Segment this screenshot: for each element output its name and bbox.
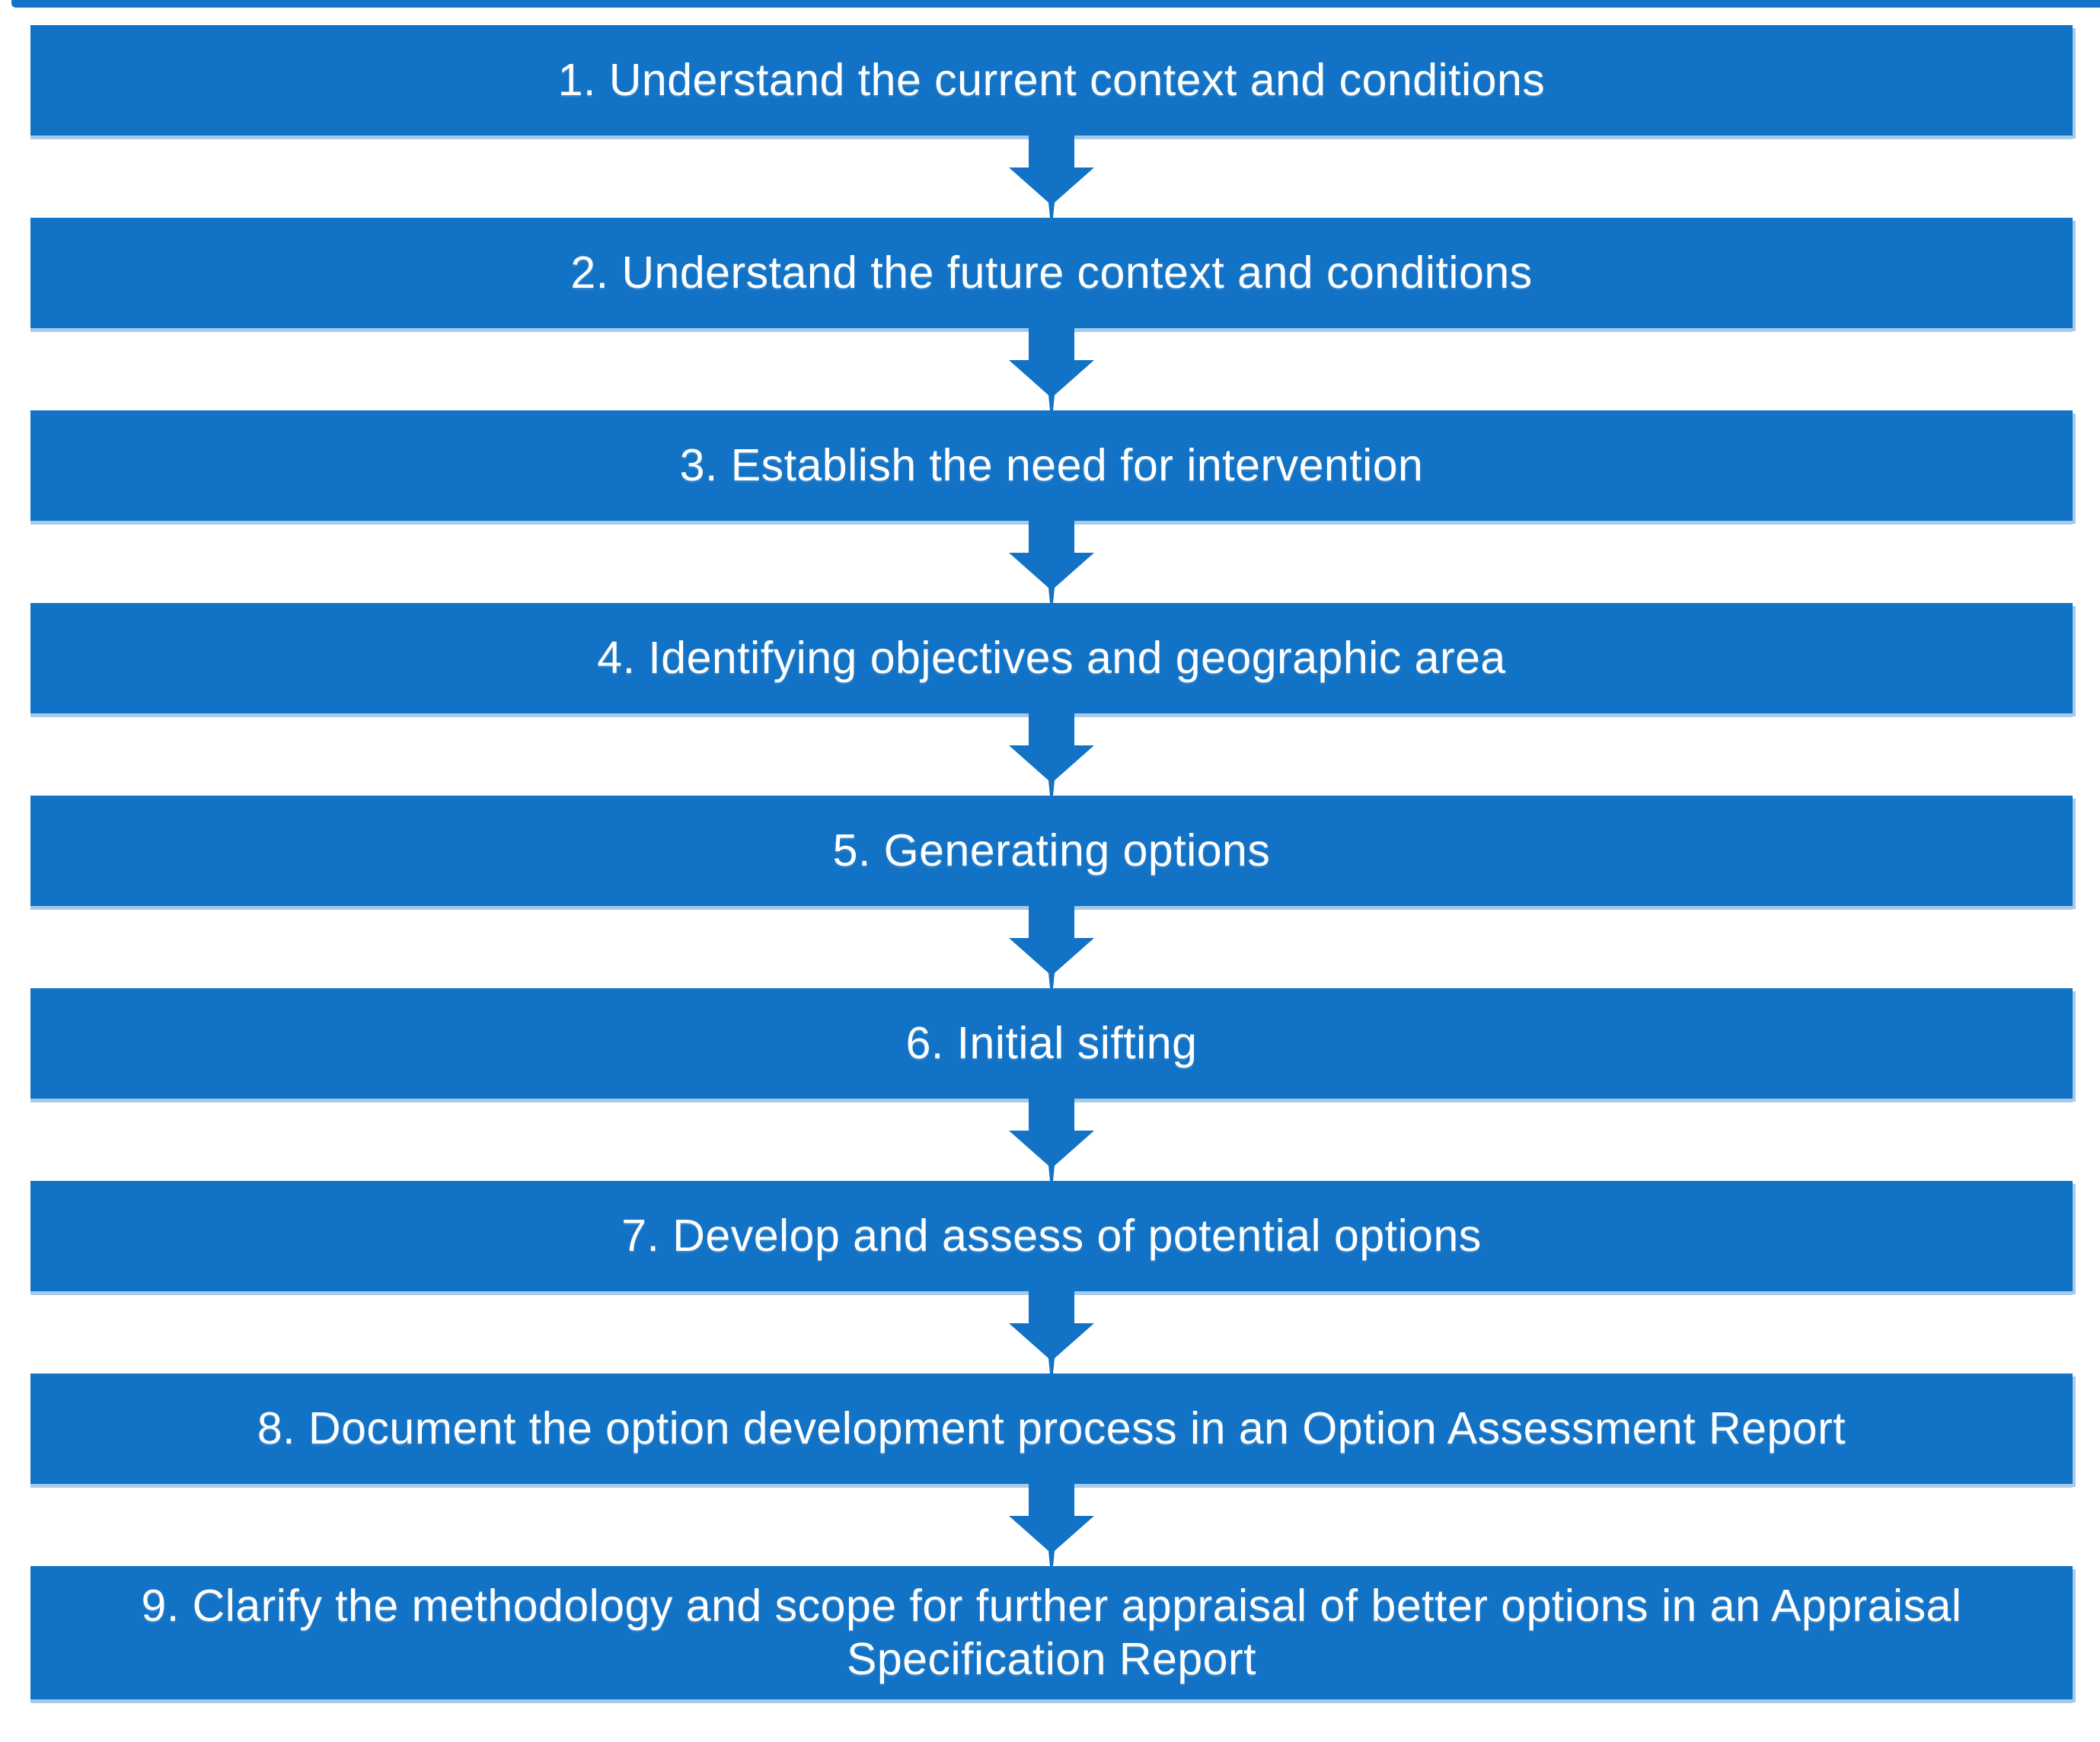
down-arrow-icon [30,906,2073,988]
step-label-6: 6. Initial sifting [905,1017,1198,1068]
step-label-5: 5. Generating options [832,825,1271,876]
step-label-9: 9. Clarify the methodology and scope for… [141,1580,1962,1684]
process-flow: 1. Understand the current context and co… [30,25,2073,1699]
step-box-9: 9. Clarify the methodology and scope for… [30,1566,2073,1699]
step-label-3: 3. Establish the need for intervention [679,439,1424,490]
top-edge-strip [11,0,2100,8]
step-box-4: 4. Identifying objectives and geographic… [30,603,2073,713]
down-arrow-icon [30,328,2073,410]
down-arrow-icon [30,1099,2073,1181]
down-arrow-icon [30,1291,2073,1374]
step-box-5: 5. Generating options [30,796,2073,906]
step-box-7: 7. Develop and assess of potential optio… [30,1181,2073,1291]
step-label-1: 1. Understand the current context and co… [557,54,1546,105]
down-arrow-icon [30,521,2073,603]
step-box-1: 1. Understand the current context and co… [30,25,2073,136]
step-label-7: 7. Develop and assess of potential optio… [621,1210,1482,1261]
down-arrow-icon [30,713,2073,796]
step-box-2: 2. Understand the future context and con… [30,218,2073,328]
step-box-8: 8. Document the option development proce… [30,1374,2073,1484]
down-arrow-icon [30,136,2073,218]
step-label-2: 2. Understand the future context and con… [570,247,1533,298]
step-box-3: 3. Establish the need for intervention [30,410,2073,521]
step-box-6: 6. Initial sifting [30,988,2073,1099]
step-label-8: 8. Document the option development proce… [257,1402,1846,1453]
down-arrow-icon [30,1484,2073,1566]
step-label-4: 4. Identifying objectives and geographic… [597,632,1506,683]
